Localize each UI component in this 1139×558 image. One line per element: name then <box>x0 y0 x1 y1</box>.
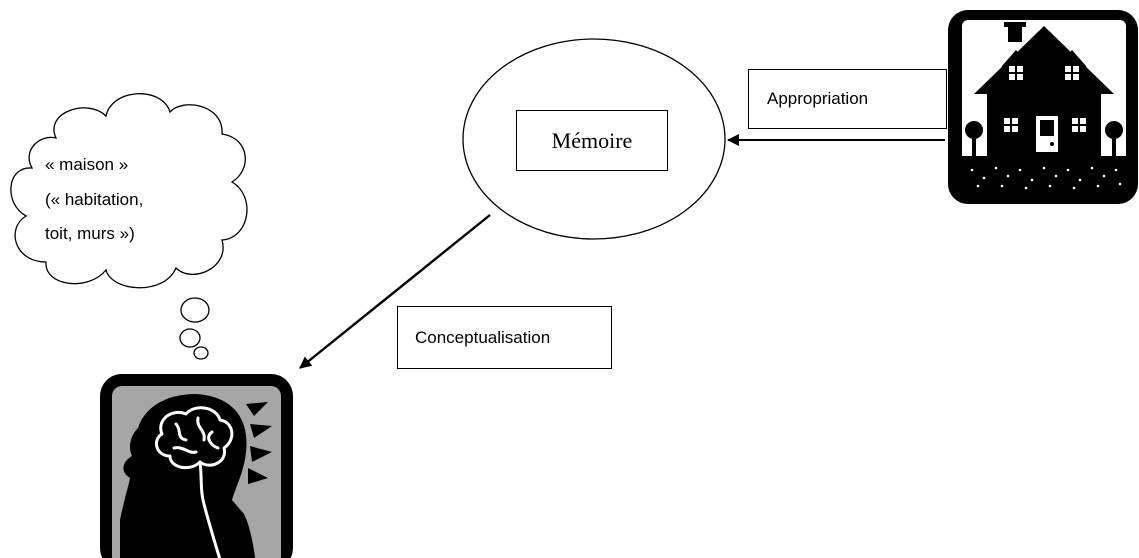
appropriation-label: Appropriation <box>748 69 947 129</box>
thought-line-maison: « maison » <box>45 155 129 174</box>
conceptualisation-arrow <box>299 214 491 369</box>
thought-cloud-icon <box>10 93 248 360</box>
thought-line-toit-murs: toit, murs ») <box>45 224 135 243</box>
memory-label: Mémoire <box>516 110 668 171</box>
house-icon <box>948 10 1138 204</box>
thought-line-habitation: (« habitation, <box>45 190 144 209</box>
head-brain-icon <box>100 374 293 558</box>
conceptualisation-label: Conceptualisation <box>397 306 612 369</box>
